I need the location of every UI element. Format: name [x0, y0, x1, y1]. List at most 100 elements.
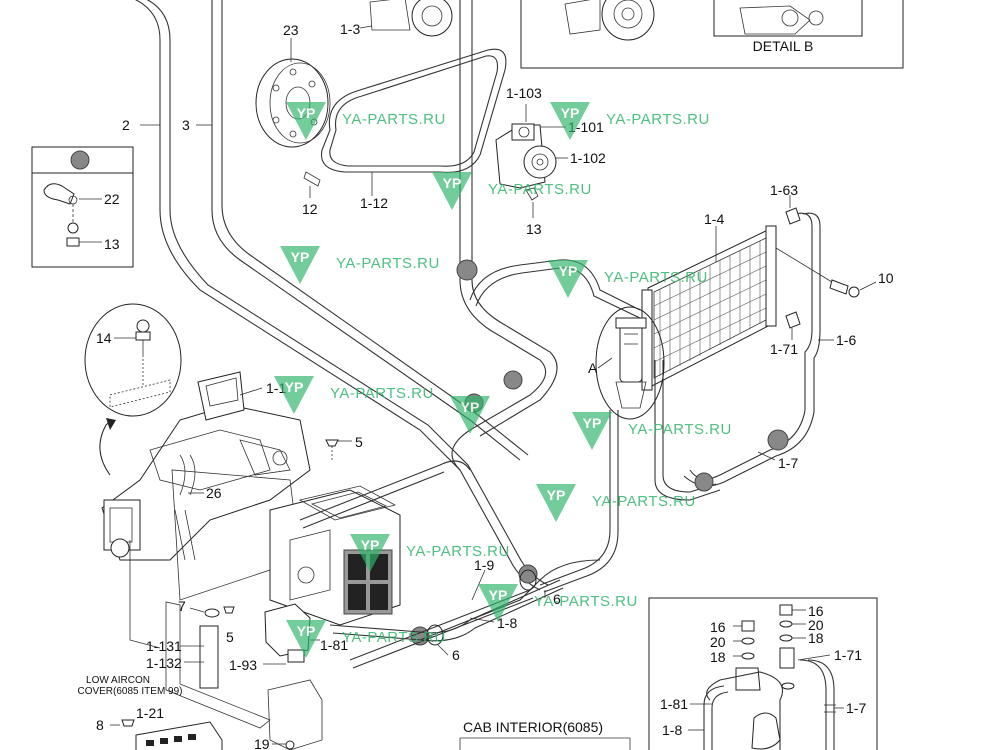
watermark-stamp: YP YA-PARTS.RU: [548, 260, 708, 298]
yp-logo-icon: [478, 584, 518, 622]
callout-A: A: [588, 360, 598, 376]
yp-logo-icon: [536, 484, 576, 522]
callout-1-6: 1-6: [836, 332, 856, 348]
watermark-logo-letters: YP: [285, 379, 304, 395]
callout-18-right: 18: [808, 630, 824, 646]
callout-5-top: 5: [355, 434, 363, 450]
yp-logo-icon: [450, 396, 490, 434]
marker-dot-icon: [694, 472, 714, 492]
washer-icon: [741, 637, 755, 645]
watermark-logo-letters: YP: [291, 249, 310, 265]
heater-box-part: [269, 485, 401, 626]
clamp-icon: [43, 183, 75, 205]
yp-logo-icon: [274, 376, 314, 414]
nut-icon: [66, 237, 80, 247]
callout-6-right: 6: [553, 591, 561, 607]
marker-dot-icon: [767, 429, 789, 451]
callout-1-103: 1-103: [506, 85, 542, 101]
compressor-part: [369, 0, 453, 37]
watermark-stamp: YP YA-PARTS.RU: [572, 412, 732, 450]
watermark-text: YA-PARTS.RU: [592, 493, 696, 510]
low-aircon-caption-line-2: COVER(6085 ITEM 99): [77, 686, 182, 697]
hvac-unit-part: [101, 371, 311, 601]
callout-20-left: 20: [710, 634, 726, 650]
o-ring-icon: [741, 652, 755, 660]
callout-23: 23: [283, 22, 299, 38]
marker-dot-icon: [503, 370, 523, 390]
watermark-layer: YP YA-PARTS.RU YP YA-PARTS.RU YP YA-PARTS.RU Y…: [274, 102, 732, 658]
clamp-inset-panel: [31, 146, 134, 268]
watermark-logo-letters: YP: [443, 175, 462, 191]
screw-icon: [223, 606, 235, 614]
callout-16-left: 16: [710, 619, 726, 635]
detail-b-caption: DETAIL B: [753, 38, 814, 54]
callout-1-131: 1-131: [146, 638, 182, 654]
watermark-text: YA-PARTS.RU: [342, 111, 446, 128]
callout-1-3: 1-3: [340, 21, 360, 37]
callout-20-right: 20: [808, 617, 824, 633]
callout-3: 3: [182, 117, 190, 133]
watermark-text: YA-PARTS.RU: [604, 269, 708, 286]
callout-1-71-detail: 1-71: [834, 647, 862, 663]
callout-1-132: 1-132: [146, 655, 182, 671]
callout-10: 10: [878, 270, 894, 286]
watermark-logo-letters: YP: [583, 415, 602, 431]
watermark-logo-letters: YP: [461, 399, 480, 415]
watermark-text: YA-PARTS.RU: [330, 385, 434, 402]
callout-1-4: 1-4: [704, 211, 724, 227]
nut-icon: [779, 604, 793, 616]
callout-6-left: 6: [452, 647, 460, 663]
callout-1-8-detail: 1-8: [662, 722, 682, 738]
marker-dot-icon: [456, 259, 478, 281]
bolt-10-icon: [829, 279, 849, 295]
callout-1-9: 1-9: [474, 557, 494, 573]
clip-icon: [136, 319, 150, 333]
screw-icon: [285, 740, 295, 750]
yp-logo-icon: [286, 102, 326, 140]
watermark-logo-letters: YP: [361, 537, 380, 553]
watermark-text: YA-PARTS.RU: [342, 629, 446, 646]
watermark-logo-letters: YP: [489, 587, 508, 603]
watermark-logo-letters: YP: [297, 105, 316, 121]
arrow-head-icon: [106, 418, 116, 430]
watermark-logo-letters: YP: [559, 263, 578, 279]
hose-clamp-icon: [519, 569, 537, 591]
yp-logo-icon: [432, 172, 472, 210]
callout-8: 8: [96, 717, 104, 733]
fittings-detail-panel: [648, 597, 878, 750]
condenser-part: [641, 225, 777, 391]
watermark-logo-letters: YP: [547, 487, 566, 503]
callout-26: 26: [206, 485, 222, 501]
callout-18-left: 18: [710, 649, 726, 665]
watermark-stamp: YP YA-PARTS.RU: [536, 484, 696, 522]
callout-2: 2: [122, 117, 130, 133]
yp-logo-icon: [548, 260, 588, 298]
callout-19: 19: [254, 736, 270, 750]
callout-13-inset: 13: [104, 236, 120, 252]
curved-arrow-icon: [99, 419, 113, 476]
callout-1-12: 1-12: [360, 195, 388, 211]
callout-1-93: 1-93: [229, 657, 257, 673]
fitting-icon: [785, 207, 801, 225]
yp-logo-icon: [572, 412, 612, 450]
marker-dot-icon: [518, 564, 538, 584]
callout-1-7: 1-7: [778, 455, 798, 471]
low-aircon-cover-part: [165, 601, 271, 729]
callout-1-81-detail: 1-81: [660, 696, 688, 712]
callout-22: 22: [104, 191, 120, 207]
belt-part: [320, 48, 507, 173]
watermark-text: YA-PARTS.RU: [628, 421, 732, 438]
callout-1-21: 1-21: [136, 705, 164, 721]
callout-1-71-condenser: 1-71: [770, 341, 798, 357]
receiver-dryer-part: [595, 306, 665, 420]
watermark-text: YA-PARTS.RU: [534, 593, 638, 610]
nut-icon: [741, 620, 755, 632]
callout-14: 14: [96, 330, 112, 346]
drain-hose-icon: [199, 625, 219, 689]
watermark-text: YA-PARTS.RU: [606, 111, 710, 128]
yp-logo-icon: [280, 246, 320, 284]
callout-5-bottom: 5: [226, 629, 234, 645]
